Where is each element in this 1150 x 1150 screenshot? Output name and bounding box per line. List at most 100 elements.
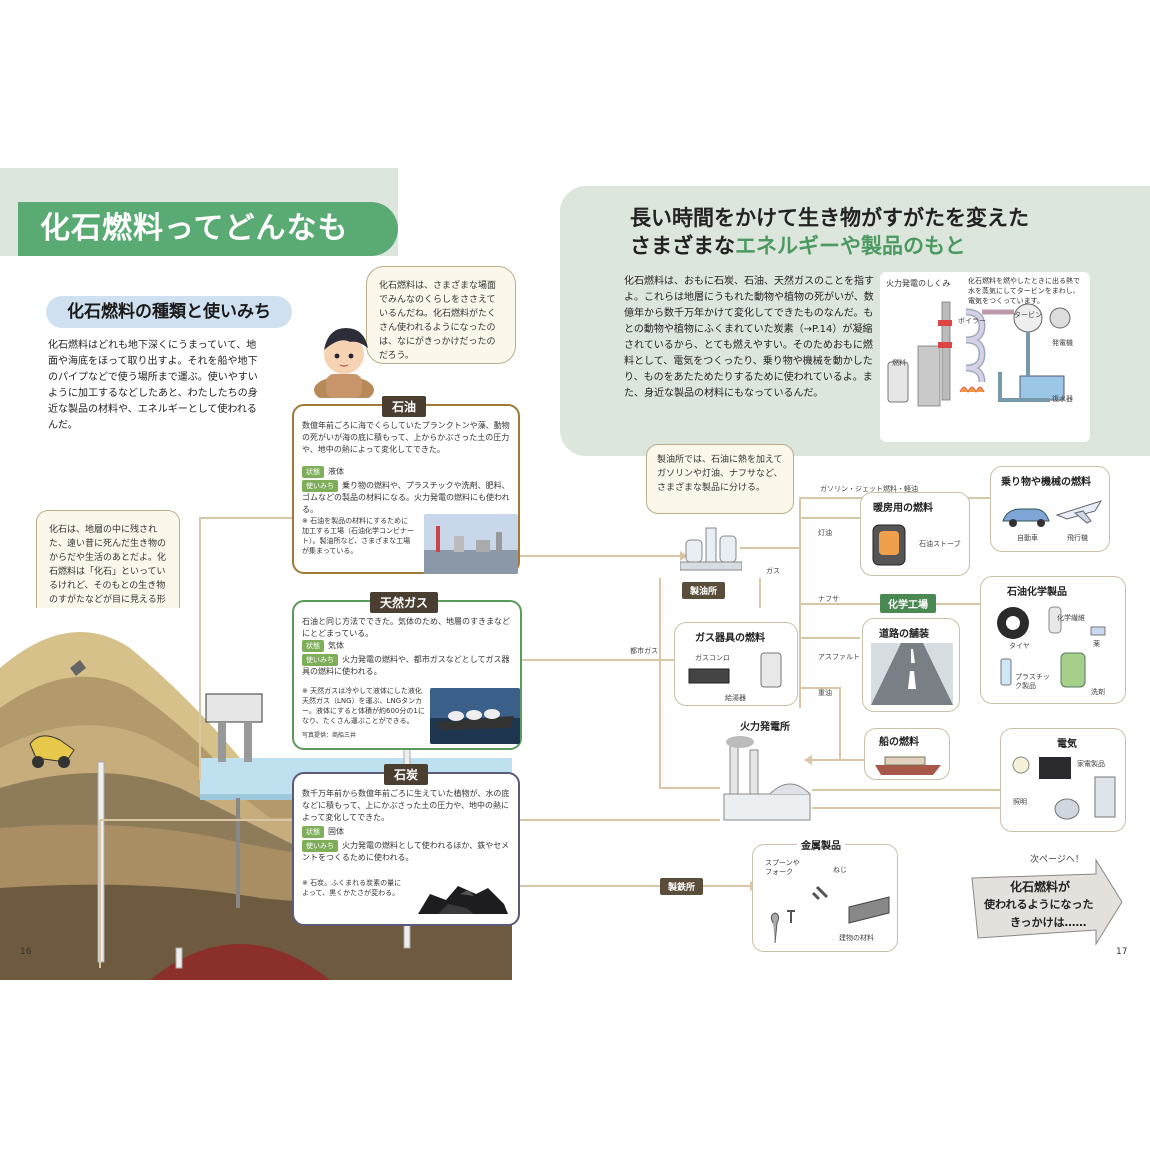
next-line3: きっかけは…… (1010, 916, 1087, 929)
oil-state-row: 状態液体 (302, 466, 510, 478)
coal-tag: 石炭 (384, 764, 429, 785)
next-line1: 化石燃料が (1010, 880, 1071, 894)
coal-photo (418, 886, 508, 914)
node-road: 道路の舗装 (862, 618, 960, 712)
right-title-line2: さまざまなエネルギーや製品のもと (630, 230, 966, 260)
stove-icon (872, 524, 906, 566)
edge-city-gas: 都市ガス (630, 647, 658, 655)
boy-character-icon (310, 318, 380, 404)
node-electricity: 電気 家電製品 照明 (1000, 728, 1126, 832)
oil-note: ※ 石油を製品の材料にするために加工する工場（石油化学コンビナート）。製油所など… (302, 517, 414, 555)
edge-gas: ガス (766, 567, 780, 575)
next-line2: 使われるようになった (984, 898, 1094, 911)
node-heating: 暖房用の燃料 石油ストーブ (860, 492, 970, 576)
diagram-caption: 化石燃料を燃やしたときに出る熱で水を蒸気にしてタービンをまわし、電気をつくってい… (968, 277, 1080, 305)
gas-state: 気体 (328, 641, 344, 650)
right-title-plain: さまざまな (630, 234, 735, 258)
node-electricity-title: 電気 (1057, 739, 1077, 750)
oil-refinery-photo (424, 514, 518, 574)
road-icon (871, 643, 953, 705)
next-page-arrow (971, 858, 1123, 946)
next-page-banner[interactable]: 次ページへ！ 化石燃料が 使われるようになった きっかけは…… (970, 855, 1124, 946)
vehicles-item-plane: 飛行機 (1067, 534, 1088, 542)
intro-text: 化石燃料はどれも地下深くにうまっていて、地面や海底をほって取り出すよ。それを船や… (48, 340, 258, 431)
chemical-plant-label: 化学工場 (880, 594, 936, 613)
node-heating-title: 暖房用の燃料 (873, 503, 933, 514)
electricity-illustration (1012, 756, 1116, 820)
node-vehicles: 乗り物や機械の燃料 自動車 飛行機 (990, 466, 1110, 552)
right-title-line1: 長い時間をかけて生き物がすがたを変えた (630, 206, 1029, 230)
diagram-label-condenser: 復水器 (1052, 395, 1073, 403)
heating-item-stove: 石油ストーブ (919, 540, 961, 548)
edge-kerosene: 灯油 (818, 529, 832, 537)
node-metal: 金属製品 スプーンやフォーク ねじ 建物の材料 (752, 837, 898, 952)
gas-item-heater: 給湯器 (725, 694, 746, 702)
node-ship-title: 船の燃料 (879, 737, 919, 748)
edge-heavy-oil: 重油 (818, 689, 832, 697)
node-petrochemicals: 石油化学製品 化学繊維 タイヤ 薬 プラスチック製品 洗剤 (980, 576, 1126, 704)
refinery-label: 製油所 (682, 582, 726, 599)
gas-note: ※ 天然ガスは冷やして液体にした液化天然ガス（LNG）を運ぶ、LNGタンカー。液… (302, 687, 425, 725)
gas-photo-credit: 写真提供：商船三井 (302, 732, 357, 739)
vehicles-item-car: 自動車 (1017, 534, 1038, 542)
node-metal-title: 金属製品 (797, 837, 845, 852)
diagram-label-boiler: ボイラー (958, 317, 986, 325)
node-petrochemicals-title: 石油化学製品 (1007, 587, 1067, 598)
speech-bubble-top: 化石燃料は、さまざまな場面でみんなのくらしをささえているんだね。化石燃料がたくさ… (366, 266, 516, 364)
refinery-icon (680, 527, 742, 571)
steelworks-label: 製鉄所 (660, 878, 704, 895)
node-gas-appliances-title: ガス器具の燃料 (695, 633, 765, 644)
coal-description: 数千万年前から数億年前ごろに生えていた植物が、水の底などに積もって、上にかぶさっ… (302, 789, 510, 822)
coal-state-row: 状態固体 (302, 826, 510, 838)
coal-state: 固体 (328, 827, 344, 836)
edge-asphalt: アスファルト (818, 653, 860, 661)
next-page-label: 次ページへ！ (1030, 855, 1084, 865)
right-title-green: エネルギーや製品のもと (735, 234, 966, 258)
gas-use-label: 使いみち (302, 654, 338, 666)
gas-appliances-illustration (688, 652, 782, 688)
oil-info-box: 石油 数億年前ごろに海でくらしていたプランクトンや藻、動物の死がいが海の底に積も… (292, 396, 520, 574)
petrochem-item-fiber: 化学繊維 (1057, 614, 1085, 622)
gas-use-row: 使いみち火力発電の燃料や、都市ガスなどとしてガス器具の燃料に使われる。 (302, 654, 514, 678)
page-number-left: 16 (20, 947, 32, 957)
oil-use: 乗り物の燃料や、プラスチックや洗剤、肥料、ゴムなどの製品の材料になる。火力発電の… (302, 481, 510, 514)
diagram-label-generator: 発電機 (1052, 339, 1073, 347)
book-spread: 化石燃料ってどんなもの？ 長い時間をかけて生き物がすがたを変えた さまざまなエネ… (0, 168, 1150, 980)
diagram-label-fuel: 燃料 (892, 359, 906, 367)
power-plant-icon (723, 736, 811, 821)
petrochem-item-tire: タイヤ (1009, 642, 1030, 650)
power-plant-label: 火力発電所 (740, 722, 790, 733)
right-body-text: 化石燃料は、おもに石炭、石油、天然ガスのことを指すよ。これらは地層にうもれた動物… (624, 276, 874, 399)
metal-item-spoon: スプーンやフォーク (765, 859, 800, 876)
coal-use-row: 使いみち火力発電の燃料として使われるほか、鉄やセメントをつくるために使われる。 (302, 840, 510, 864)
metal-item-screw: ねじ (833, 866, 847, 874)
oil-tag: 石油 (382, 396, 427, 417)
gas-state-row: 状態気体 (302, 640, 514, 652)
edge-gasoline: ガソリン・ジェット燃料・軽油 (820, 485, 918, 493)
oil-state-label: 状態 (302, 466, 324, 478)
vehicles-illustration (1002, 500, 1103, 527)
coal-info-box: 石炭 数千万年前から数億年前ごろに生えていた植物が、水の底などに積もって、上にか… (292, 764, 520, 926)
node-vehicles-title: 乗り物や機械の燃料 (1001, 477, 1091, 488)
gas-use: 火力発電の燃料や、都市ガスなどとしてガス器具の燃料に使われる。 (302, 655, 510, 676)
coal-note: ※ 石炭。ふくまれる炭素の量によって、黒くかたさが変わる。 (302, 879, 402, 897)
gas-item-stove: ガスコンロ (695, 654, 730, 662)
gas-state-label: 状態 (302, 640, 324, 652)
thermal-power-illustration (887, 301, 1071, 407)
electricity-item-appliances: 家電製品 (1077, 760, 1105, 768)
diagram-title: 火力発電のしくみ (886, 279, 951, 288)
oil-state: 液体 (328, 467, 344, 476)
petrochem-item-plastic: プラスチック製品 (1015, 673, 1050, 690)
node-ship: 船の燃料 (864, 728, 950, 780)
petrochem-item-medicine: 薬 (1093, 640, 1100, 648)
section-subtitle: 化石燃料の種類と使いみち (46, 296, 292, 328)
gas-info-box: 天然ガス 石油と同じ方法でできた。気体のため、地層のすきまなどにとどまっている。… (292, 592, 522, 750)
speech-bubble-refinery: 製油所では、石油に熱を加えてガソリンや灯油、ナフサなど、さまざまな製品に分ける。 (646, 444, 794, 514)
coal-use-label: 使いみち (302, 840, 338, 852)
thermal-power-diagram (880, 272, 1090, 442)
lng-tanker-photo (430, 688, 520, 744)
petrochemicals-illustration (997, 606, 1106, 688)
gas-description: 石油と同じ方法でできた。気体のため、地層のすきまなどにとどまっている。 (302, 617, 510, 638)
page-title: 化石燃料ってどんなもの？ (18, 202, 398, 300)
node-road-title: 道路の舗装 (879, 629, 929, 640)
